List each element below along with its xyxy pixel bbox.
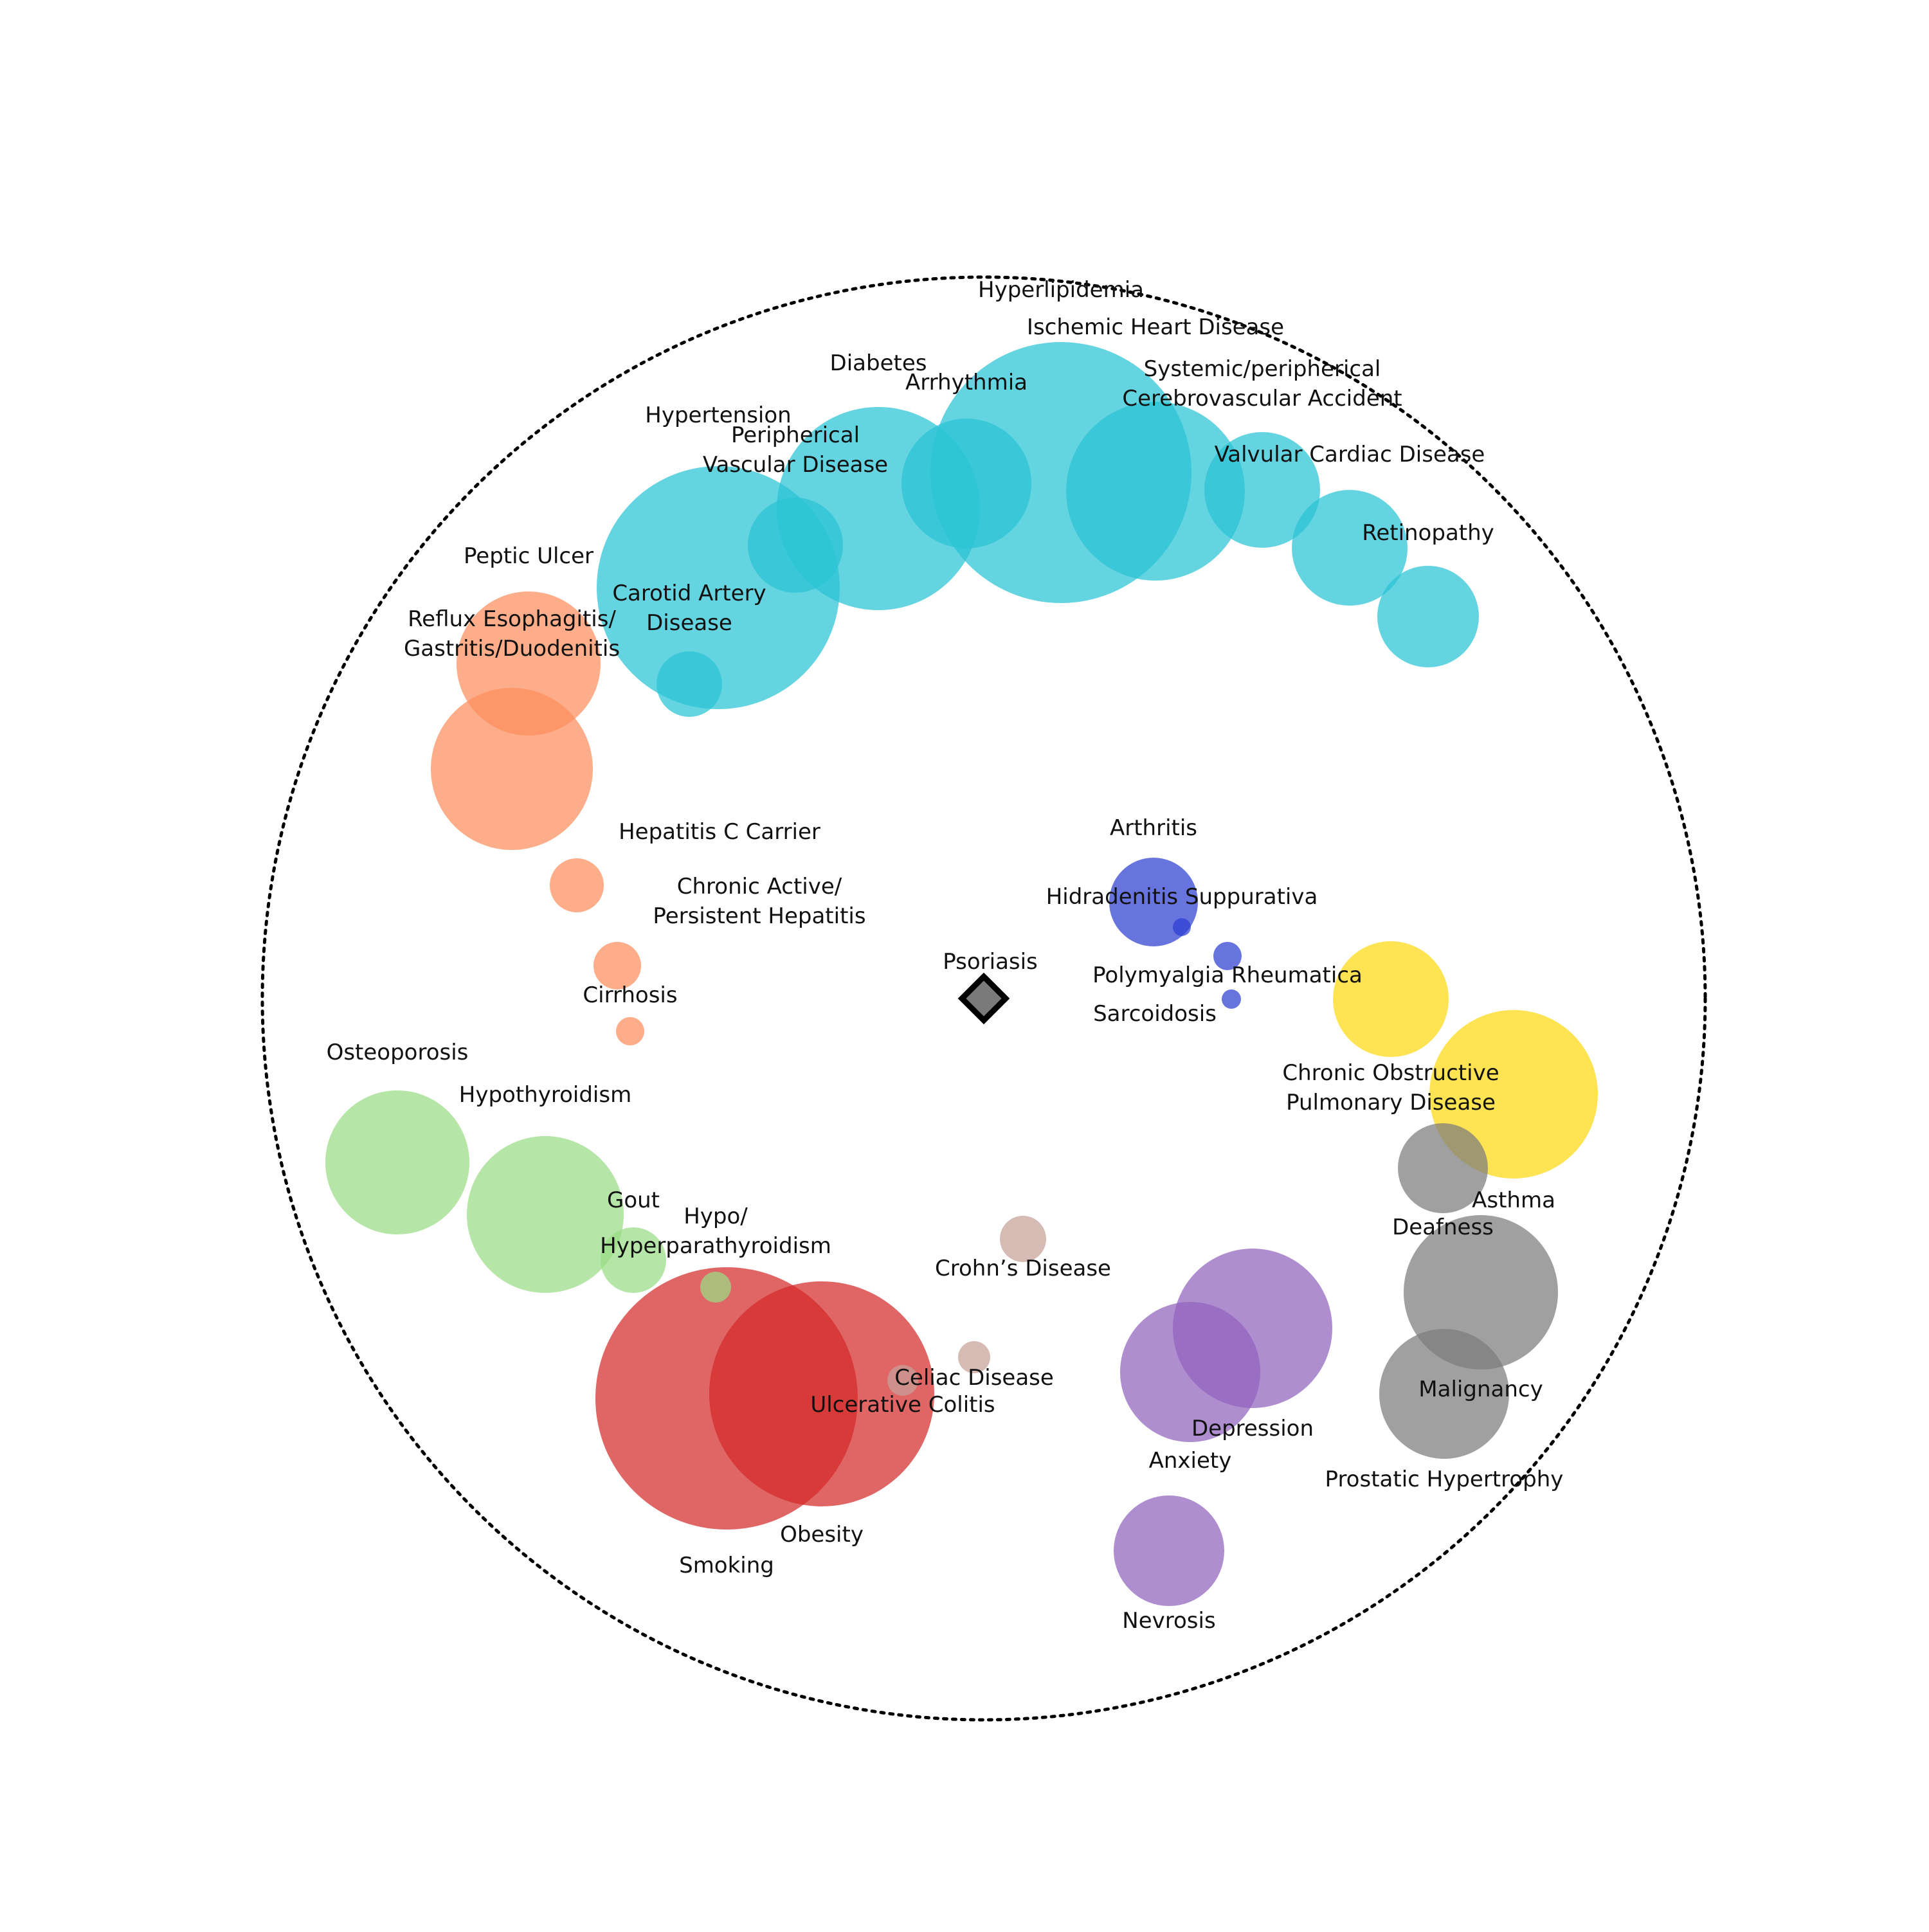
psoriasis-diamond-icon <box>957 972 1010 1025</box>
peptic-ulcer-bubble <box>457 591 601 736</box>
gout-label: Gout <box>607 1187 660 1213</box>
malignancy-label: Malignancy <box>1418 1377 1543 1402</box>
nevrosis-label: Nevrosis <box>1122 1608 1215 1634</box>
reflux-esophagitis-label: Reflux Esophagitis/Gastritis/Duodenitis <box>404 606 620 662</box>
retinopathy-bubble <box>1377 566 1479 667</box>
chronic-active-hepatitis-label: Chronic Active/Persistent Hepatitis <box>653 874 865 929</box>
deafness-bubble <box>1398 1123 1488 1213</box>
gout-bubble <box>601 1227 666 1293</box>
polymyalgia-rheumatica-bubble <box>1213 942 1242 970</box>
anxiety-label: Anxiety <box>1149 1448 1232 1474</box>
deafness-label: Deafness <box>1392 1214 1494 1240</box>
crohns-disease-label: Crohn’s Disease <box>935 1256 1111 1281</box>
hidradenitis-suppurativa-label: Hidradenitis Suppurativa <box>1046 884 1318 910</box>
copd-bubble <box>1333 941 1449 1057</box>
nevrosis-bubble <box>1114 1495 1224 1606</box>
osteoporosis-bubble <box>325 1090 469 1234</box>
carotid-artery-disease-bubble <box>657 651 722 717</box>
sarcoidosis-label: Sarcoidosis <box>1093 1001 1217 1027</box>
celiac-disease-bubble <box>958 1341 990 1373</box>
valvular-cardiac-disease-bubble <box>1292 490 1408 606</box>
ischemic-heart-disease-bubble <box>1066 402 1245 581</box>
systemic-peripherical-cva-bubble <box>1204 432 1320 548</box>
hypertension-label: Hypertension <box>645 402 791 428</box>
polymyalgia-rheumatica-label: Polymyalgia Rheumatica <box>1092 962 1363 988</box>
ulcerative-colitis-label: Ulcerative Colitis <box>810 1392 995 1418</box>
hidradenitis-suppurativa-bubble <box>1173 918 1191 936</box>
anxiety-bubble <box>1120 1302 1260 1442</box>
diabetes-label: Diabetes <box>830 350 927 376</box>
hypothyroidism-label: Hypothyroidism <box>459 1082 631 1108</box>
prostatic-hypertrophy-label: Prostatic Hypertrophy <box>1325 1467 1564 1492</box>
arrhythmia-label: Arrhythmia <box>905 370 1028 395</box>
psoriasis-marker: Psoriasis <box>943 949 1038 1025</box>
peptic-ulcer-label: Peptic Ulcer <box>464 543 593 569</box>
smoking-label: Smoking <box>679 1553 774 1578</box>
ulcerative-colitis-bubble <box>887 1365 918 1396</box>
obesity-label: Obesity <box>780 1522 864 1548</box>
peripherical-vascular-disease-bubble <box>748 498 843 593</box>
crohns-disease-bubble <box>1000 1216 1046 1262</box>
cirrhosis-label: Cirrhosis <box>583 982 677 1008</box>
hypothyroidism-bubble <box>467 1136 624 1293</box>
outer-dotted-ring <box>260 275 1707 1722</box>
celiac-disease-label: Celiac Disease <box>894 1365 1054 1391</box>
asthma-label: Asthma <box>1472 1187 1555 1213</box>
arrhythmia-bubble <box>901 419 1031 548</box>
hepatitis-c-carrier-bubble <box>550 858 604 912</box>
retinopathy-label: Retinopathy <box>1362 520 1494 546</box>
chronic-active-hepatitis-bubble <box>593 942 641 989</box>
valvular-cardiac-disease-label: Valvular Cardiac Disease <box>1215 442 1485 467</box>
hyperlipidemia-label: Hyperlipidemia <box>978 277 1144 303</box>
hypo-hyperparathyroidism-bubble <box>700 1272 731 1303</box>
sarcoidosis-bubble <box>1222 989 1241 1009</box>
ischemic-heart-disease-label: Ischemic Heart Disease <box>1027 314 1284 340</box>
arthritis-label: Arthritis <box>1110 815 1197 841</box>
osteoporosis-label: Osteoporosis <box>327 1040 469 1065</box>
obesity-bubble <box>709 1281 934 1506</box>
hepatitis-c-carrier-label: Hepatitis C Carrier <box>619 819 820 845</box>
cirrhosis-bubble <box>616 1017 644 1045</box>
depression-label: Depression <box>1191 1416 1314 1441</box>
bubble-layer <box>325 342 1598 1606</box>
psoriasis-label: Psoriasis <box>943 949 1038 975</box>
prostatic-hypertrophy-bubble <box>1379 1329 1509 1459</box>
hypo-hyperparathyroidism-label: Hypo/Hyperparathyroidism <box>600 1204 831 1259</box>
